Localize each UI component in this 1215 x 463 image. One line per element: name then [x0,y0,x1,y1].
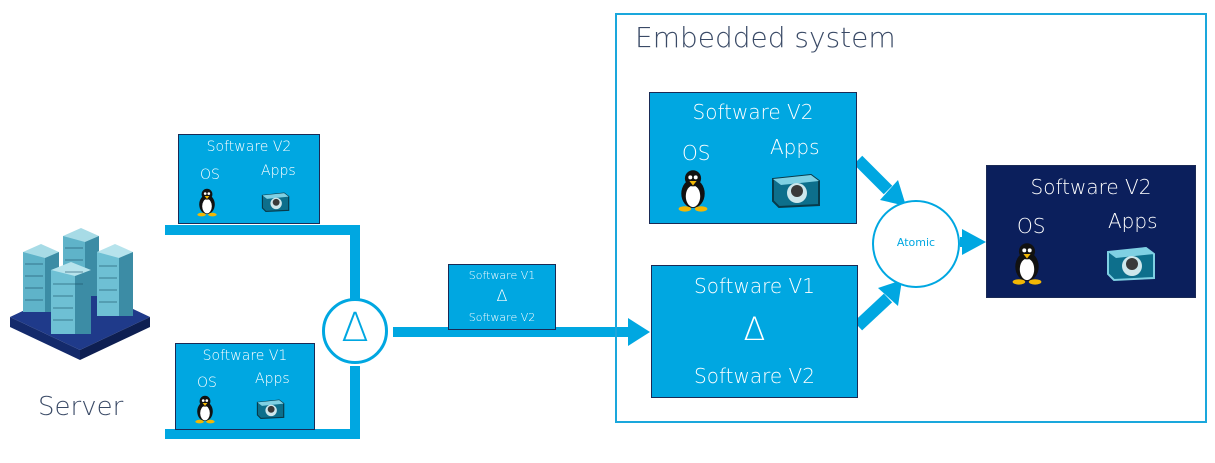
delta-symbol: Δ [743,310,766,348]
apps-label: Apps [1108,209,1158,233]
delta-to-label: Software V2 [694,364,815,388]
box-title: Software V2 [692,100,814,124]
embedded-system-label: Embedded system [635,21,896,54]
penguin-icon [197,188,217,217]
embedded-software-v2-box: Software V2 OS Apps [649,92,857,224]
server-rack-icon [10,228,150,360]
delta-package-box: Software V1 Δ Software V2 [448,264,556,330]
atomic-node: Atomic [872,200,960,288]
server-label: Server [38,392,124,422]
delta-symbol: Δ [341,305,369,351]
embedded-system-frame: Embedded system [615,13,1207,423]
server-software-v2-box: Software V2 OS Apps [178,134,320,224]
penguin-icon [1012,243,1042,285]
penguin-icon [195,395,215,424]
server-software-v1-box: Software V1 OS Apps [175,343,315,430]
os-label: OS [200,167,220,183]
os-label: OS [1017,214,1046,238]
box-title: Software V1 [202,348,288,364]
connector-v2-to-atomic [853,155,893,195]
connector-delta-to-atomic [853,293,893,331]
delta-symbol: Δ [496,286,508,305]
connector-v2-to-delta [165,225,360,300]
apps-icon [772,173,820,209]
apps-label: Apps [261,163,296,179]
apps-icon [1107,246,1155,282]
apps-label: Apps [255,371,290,387]
result-software-v2-box: Software V2 OS Apps [986,165,1196,298]
embedded-delta-box: Software V1 Δ Software V2 [651,265,858,398]
os-label: OS [682,141,711,165]
delta-from-label: Software V1 [694,274,815,298]
box-title: Software V2 [1030,175,1152,199]
apps-label: Apps [770,135,820,159]
os-label: OS [197,375,217,391]
apps-icon [256,399,285,420]
delta-from-label: Software V1 [468,269,536,282]
connector-v1-to-delta [165,366,360,439]
atomic-label: Atomic [896,236,936,249]
penguin-icon [678,170,708,212]
arrow-head-atomic-bottom [878,280,902,306]
arrow-head-embedded [628,318,650,346]
apps-icon [261,192,290,213]
box-title: Software V2 [206,139,292,155]
arrow-head-atomic-top [880,180,906,206]
delta-to-label: Software V2 [468,311,536,324]
arrow-head-result [962,229,986,255]
delta-node: Δ [322,298,388,364]
